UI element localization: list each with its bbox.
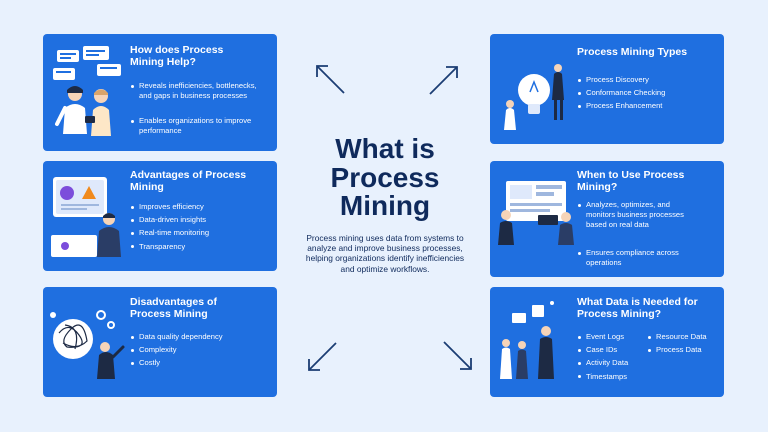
dashboard-illustration bbox=[51, 177, 121, 257]
card-when-to-use: When to Use Process Mining? Analyzes, op… bbox=[490, 161, 724, 277]
card-title-line2: Mining? bbox=[577, 181, 618, 193]
arrow-up-right-icon bbox=[429, 66, 458, 95]
list-item: Costly bbox=[130, 358, 276, 368]
card-title-line2: Process Mining? bbox=[577, 308, 662, 320]
card-process-mining-types: Process Mining Types Process Discovery C… bbox=[490, 34, 724, 144]
list-item: Improves efficiency bbox=[130, 202, 276, 212]
list-item: Process Discovery bbox=[577, 75, 723, 85]
card-title: Process Mining Types bbox=[577, 46, 688, 58]
list-item: Timestamps bbox=[577, 372, 649, 382]
list-item: Real-time monitoring bbox=[130, 228, 276, 238]
card-advantages: Advantages of Process Mining Improves ef… bbox=[43, 161, 277, 271]
arrow-up-left-icon bbox=[316, 65, 345, 94]
list-item: Case IDs bbox=[577, 345, 649, 355]
card-title-line2: Mining Help? bbox=[130, 56, 196, 68]
list-item: Data-driven insights bbox=[130, 215, 276, 225]
list-item: Event Logs bbox=[577, 332, 649, 342]
card-title-line1: What Data is Needed for bbox=[577, 296, 698, 308]
list-item: Activity Data bbox=[577, 358, 649, 368]
list-item: Data quality dependency bbox=[130, 332, 276, 342]
page-description: Process mining uses data from systems to… bbox=[305, 232, 465, 274]
list-item: Conformance Checking bbox=[577, 88, 723, 98]
arrow-down-left-icon bbox=[308, 342, 337, 371]
list-item: Transparency bbox=[130, 242, 276, 252]
list-item: Reveals inefficiencies, bottlenecks,and … bbox=[130, 81, 276, 101]
card-title-line1: When to Use Process bbox=[577, 169, 685, 181]
analytics-board-illustration bbox=[498, 181, 574, 245]
people-chat-illustration bbox=[53, 46, 121, 136]
card-disadvantages: Disadvantages of Process Mining Data qua… bbox=[43, 287, 277, 397]
card-data-needed: What Data is Needed for Process Mining? … bbox=[490, 287, 724, 397]
data-team-illustration bbox=[500, 301, 554, 379]
list-item: Resource Data bbox=[647, 332, 723, 342]
card-title-line1: How does Process bbox=[130, 44, 224, 56]
card-title-line1: Advantages of Process bbox=[130, 169, 247, 181]
card-title-line2: Process Mining bbox=[130, 308, 208, 320]
list-item: Complexity bbox=[130, 345, 276, 355]
list-item: Process Data bbox=[647, 345, 723, 355]
page-title: What is Process Mining bbox=[330, 133, 440, 221]
center-title-block: What is Process Mining Process mining us… bbox=[296, 133, 474, 274]
list-item: Process Enhancement bbox=[577, 101, 723, 111]
tangled-process-illustration bbox=[50, 310, 125, 379]
card-how-process-mining-helps: How does Process Mining Help? Reveals in… bbox=[43, 34, 277, 151]
card-title-line2: Mining bbox=[130, 181, 164, 193]
card-title-line1: Disadvantages of bbox=[130, 296, 217, 308]
arrow-down-right-icon bbox=[443, 341, 472, 370]
lightbulb-team-illustration bbox=[504, 64, 564, 130]
